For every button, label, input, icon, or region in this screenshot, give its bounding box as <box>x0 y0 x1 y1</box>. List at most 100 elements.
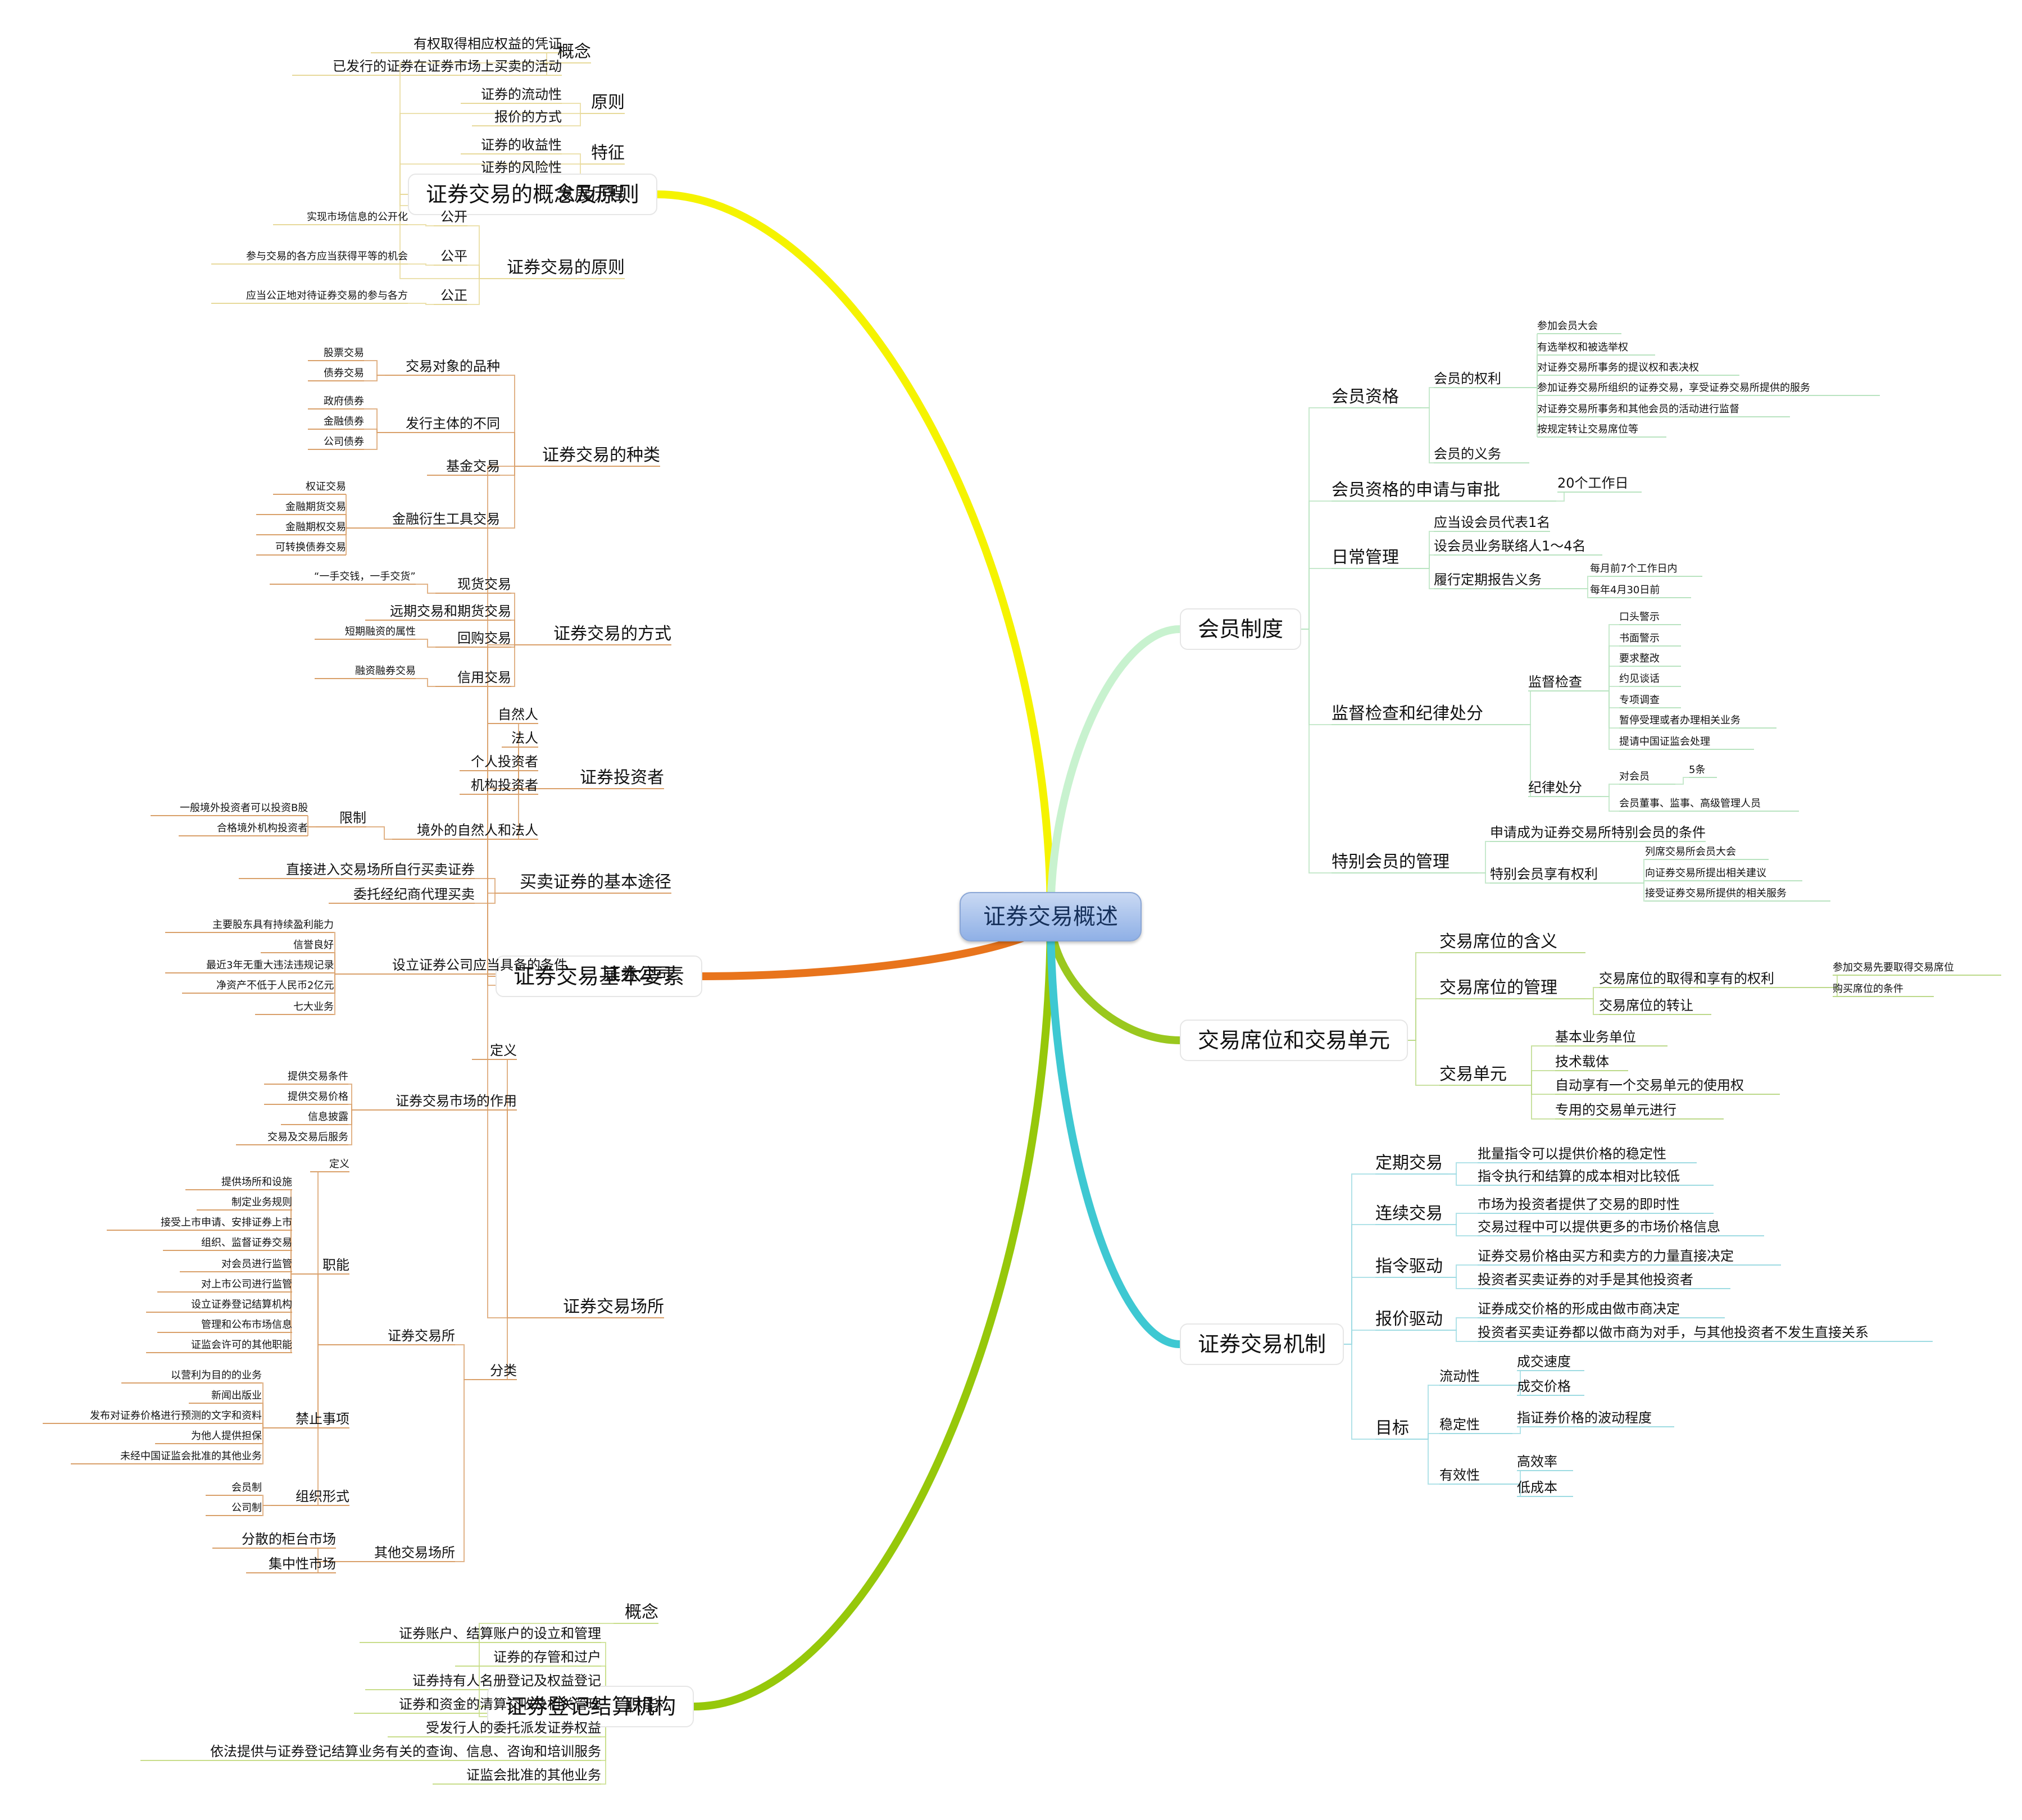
subtopic-node[interactable]: 批量指令可以提供价格的稳定性 <box>1478 1146 1666 1162</box>
subtopic-node[interactable]: 特征 <box>591 143 625 163</box>
subtopic-node[interactable]: 回购交易 <box>457 630 511 646</box>
subtopic-node[interactable]: 高效率 <box>1517 1454 1557 1469</box>
subtopic-node[interactable]: 公司制 <box>231 1502 262 1514</box>
subtopic-node[interactable]: 投资者买卖证券都以做市商为对手，与其他投资者不发生直接关系 <box>1478 1325 1869 1340</box>
subtopic-node[interactable]: 证券交易价格由买方和卖方的力量直接决定 <box>1478 1248 1734 1264</box>
subtopic-node[interactable]: 提请中国证监会处理 <box>1619 736 1710 748</box>
subtopic-node[interactable]: 个人投资者 <box>471 754 538 770</box>
subtopic-node[interactable]: 制定业务规则 <box>231 1196 292 1208</box>
subtopic-node[interactable]: 证券投资者 <box>580 768 664 788</box>
subtopic-node[interactable]: 证券交易的原则 <box>507 258 625 277</box>
subtopic-node[interactable]: 融资融券交易 <box>355 665 416 677</box>
subtopic-node[interactable]: 会员董事、监事、高级管理人员 <box>1619 798 1761 809</box>
subtopic-node[interactable]: 未经中国证监会批准的其他业务 <box>120 1450 262 1462</box>
subtopic-node[interactable]: 最近3年无重大违法违规记录 <box>206 959 334 971</box>
subtopic-node[interactable]: 权证交易 <box>306 481 346 493</box>
subtopic-node[interactable]: 购买席位的条件 <box>1833 983 1903 995</box>
subtopic-node[interactable]: 证监会许可的其他职能 <box>191 1339 292 1351</box>
subtopic-node[interactable]: 低成本 <box>1517 1480 1557 1495</box>
subtopic-node[interactable]: 对证券交易所事务的提议权和表决权 <box>1537 362 1699 374</box>
subtopic-node[interactable]: 短期融资的属性 <box>345 626 416 638</box>
subtopic-node[interactable]: 直接进入交易场所自行买卖证券 <box>286 862 475 877</box>
subtopic-node[interactable]: 其他交易场所 <box>374 1545 455 1560</box>
subtopic-node[interactable]: 会员的权利 <box>1434 371 1501 386</box>
subtopic-node[interactable]: 纪律处分 <box>1528 780 1582 795</box>
subtopic-node[interactable]: 交易对象的品种 <box>406 358 500 374</box>
subtopic-node[interactable]: 市场为投资者提供了交易的即时性 <box>1478 1196 1680 1212</box>
subtopic-node[interactable]: 向证券交易所提出相关建议 <box>1645 867 1766 879</box>
subtopic-node[interactable]: 投资者买卖证券的对手是其他投资者 <box>1478 1272 1693 1287</box>
subtopic-node[interactable]: 成交速度 <box>1517 1354 1571 1369</box>
branch-topic[interactable]: 会员制度 <box>1180 608 1302 650</box>
subtopic-node[interactable]: 证券交易的方式 <box>553 624 671 644</box>
subtopic-node[interactable]: 证券成交价格的形成由做市商决定 <box>1478 1301 1680 1317</box>
subtopic-node[interactable]: 设立证券登记结算机构 <box>191 1299 292 1311</box>
subtopic-node[interactable]: 现货交易 <box>457 576 511 592</box>
subtopic-node[interactable]: 对会员 <box>1619 771 1650 782</box>
subtopic-node[interactable]: 稳定性 <box>1439 1417 1480 1432</box>
subtopic-node[interactable]: 交易单元 <box>1439 1064 1507 1084</box>
subtopic-node[interactable]: 应当公正地对待证券交易的参与各方 <box>246 290 408 302</box>
subtopic-node[interactable]: 信誉良好 <box>293 939 334 951</box>
subtopic-node[interactable]: 实现市场信息的公开化 <box>307 211 408 223</box>
subtopic-node[interactable]: 技术载体 <box>1555 1054 1609 1070</box>
subtopic-node[interactable]: 政府债券 <box>324 395 364 407</box>
subtopic-node[interactable]: 指令驱动 <box>1375 1257 1443 1276</box>
subtopic-node[interactable]: 定义 <box>329 1158 349 1170</box>
branch-topic[interactable]: 证券交易的概念及原则 <box>408 174 658 215</box>
subtopic-node[interactable]: 债券交易 <box>324 367 364 379</box>
subtopic-node[interactable]: 职能 <box>625 1696 658 1716</box>
subtopic-node[interactable]: 境外的自然人和法人 <box>417 822 538 838</box>
subtopic-node[interactable]: 受发行人的委托派发证券权益 <box>426 1720 601 1736</box>
subtopic-node[interactable]: “一手交钱，一手交货” <box>314 571 416 583</box>
subtopic-node[interactable]: 证券交易所 <box>388 1328 455 1344</box>
subtopic-node[interactable]: 有效性 <box>1439 1467 1480 1483</box>
subtopic-node[interactable]: 交易席位的转让 <box>1599 998 1693 1013</box>
subtopic-node[interactable]: 基本业务单位 <box>1555 1029 1636 1045</box>
subtopic-node[interactable]: 特别会员享有权利 <box>1490 866 1598 882</box>
subtopic-node[interactable]: 参与交易的各方应当获得平等的机会 <box>246 251 408 262</box>
subtopic-node[interactable]: 一般境外投资者可以投资B股 <box>180 802 308 814</box>
subtopic-node[interactable]: 机构投资者 <box>471 777 538 793</box>
branch-topic[interactable]: 证券交易机制 <box>1180 1323 1344 1365</box>
subtopic-node[interactable]: 参加交易先要取得交易席位 <box>1833 962 1954 973</box>
subtopic-node[interactable]: 暂停受理或者办理相关业务 <box>1619 715 1741 726</box>
subtopic-node[interactable]: 监督检查 <box>1528 674 1582 690</box>
subtopic-node[interactable]: 发行主体的不同 <box>406 416 500 431</box>
subtopic-node[interactable]: 信用交易 <box>457 670 511 685</box>
subtopic-node[interactable]: 日常管理 <box>1332 548 1399 567</box>
subtopic-node[interactable]: 发展历程 <box>557 185 625 204</box>
subtopic-node[interactable]: 公正 <box>440 288 467 303</box>
subtopic-node[interactable]: 证券交易的种类 <box>542 445 660 465</box>
subtopic-node[interactable]: 证券账户、结算账户的设立和管理 <box>399 1626 601 1641</box>
subtopic-node[interactable]: 证券的存管和过户 <box>493 1649 601 1665</box>
subtopic-node[interactable]: 净资产不低于人民币2亿元 <box>216 980 334 991</box>
subtopic-node[interactable]: 应当设会员代表1名 <box>1434 515 1551 530</box>
subtopic-node[interactable]: 交易及交易后服务 <box>267 1131 348 1143</box>
subtopic-node[interactable]: 法人 <box>511 730 538 746</box>
subtopic-node[interactable]: 报价的方式 <box>494 109 562 125</box>
subtopic-node[interactable]: 公开 <box>440 209 467 225</box>
subtopic-node[interactable]: 自动享有一个交易单元的使用权 <box>1555 1077 1744 1093</box>
subtopic-node[interactable]: 证券和资金的清算交收及相关管理 <box>399 1696 601 1712</box>
subtopic-node[interactable]: 报价驱动 <box>1375 1309 1443 1329</box>
subtopic-node[interactable]: 股票交易 <box>324 347 364 359</box>
subtopic-node[interactable]: 5条 <box>1689 764 1706 776</box>
subtopic-node[interactable]: 概念 <box>557 42 591 62</box>
subtopic-node[interactable]: 每月前7个工作日内 <box>1590 563 1678 575</box>
subtopic-node[interactable]: 原则 <box>591 93 625 112</box>
subtopic-node[interactable]: 信息披露 <box>308 1111 348 1123</box>
subtopic-node[interactable]: 发布对证券价格进行预测的文字和资料 <box>90 1410 262 1422</box>
subtopic-node[interactable]: 特别会员的管理 <box>1332 852 1450 872</box>
subtopic-node[interactable]: 有选举权和被选举权 <box>1537 342 1628 353</box>
subtopic-node[interactable]: 交易席位的管理 <box>1439 978 1557 998</box>
subtopic-node[interactable]: 证券交易场所 <box>563 1297 664 1317</box>
subtopic-node[interactable]: 概念 <box>625 1603 658 1622</box>
subtopic-node[interactable]: 主要股东具有持续盈利能力 <box>212 919 334 931</box>
subtopic-node[interactable]: 目标 <box>1375 1418 1409 1438</box>
subtopic-node[interactable]: 提供交易条件 <box>288 1071 348 1082</box>
subtopic-node[interactable]: 申请成为证券交易所特别会员的条件 <box>1490 825 1706 840</box>
subtopic-node[interactable]: 参加会员大会 <box>1537 320 1598 332</box>
subtopic-node[interactable]: 远期交易和期货交易 <box>390 603 511 619</box>
subtopic-node[interactable]: 交易过程中可以提供更多的市场价格信息 <box>1478 1219 1720 1235</box>
